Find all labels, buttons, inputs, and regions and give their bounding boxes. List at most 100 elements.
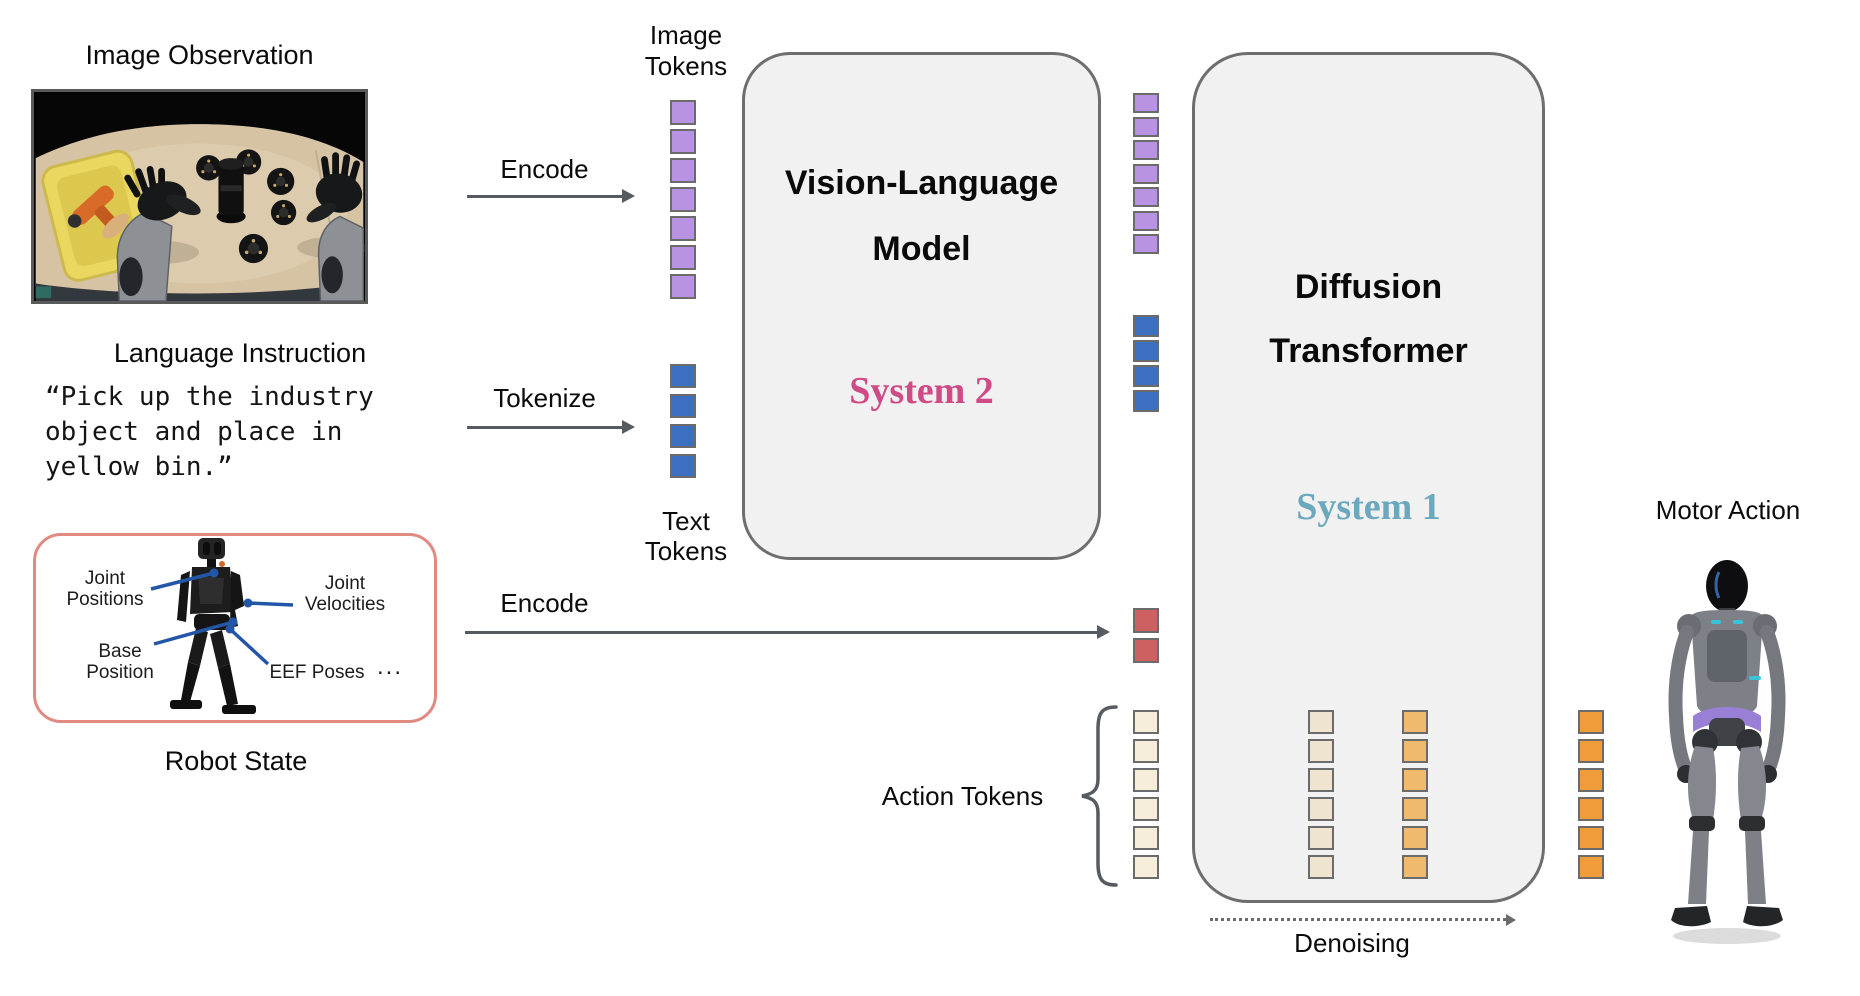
encode-state-arrowhead — [1097, 625, 1110, 639]
robot-state-title: Robot State — [164, 746, 308, 776]
purple-token — [670, 216, 696, 241]
blue-token — [670, 364, 696, 388]
light-orange-token — [1402, 855, 1428, 879]
camera-observation-image — [31, 89, 368, 304]
system-1-label: System 1 — [1296, 486, 1441, 528]
orange-token — [1578, 826, 1604, 850]
cream-token — [1133, 826, 1159, 850]
instruction-text-line-1: “Pick up the industry — [45, 382, 374, 412]
cream-inner-token — [1308, 855, 1334, 879]
joint-positions-label: Joint Positions — [66, 568, 144, 610]
light-orange-token — [1402, 797, 1428, 821]
orange-token — [1578, 797, 1604, 821]
blue-token — [1133, 315, 1159, 337]
purple-token — [1133, 163, 1159, 184]
purple-token — [670, 245, 696, 270]
left-robot-hand — [116, 165, 201, 301]
motor-action-token-column — [1578, 710, 1604, 879]
cream-token — [1133, 739, 1159, 763]
right-robot-hand — [297, 152, 365, 301]
motor-action-title: Motor Action — [1655, 495, 1801, 525]
instruction-text-line-2: object and place in — [45, 417, 343, 447]
dit-title-line1: Diffusion — [1294, 268, 1443, 306]
state-token-column — [1133, 608, 1159, 663]
eef-poses-label: EEF Poses — [269, 662, 365, 683]
purple-token — [1133, 140, 1159, 160]
table-scene-illustration — [35, 92, 365, 301]
cream-inner-token — [1308, 768, 1334, 792]
language-instruction-title: Language Instruction — [113, 338, 367, 368]
wheel-parts — [196, 149, 297, 264]
center-object — [216, 158, 246, 224]
text-tokens-label: Text Tokens — [644, 506, 728, 566]
encode-image-arrowhead — [622, 189, 635, 203]
tokenize-arrowhead — [622, 420, 635, 434]
purple-token — [670, 100, 696, 125]
noisy-action-token-column — [1308, 710, 1334, 879]
purple-token — [1133, 234, 1159, 254]
ellipsis-label: ... — [376, 653, 403, 680]
action-tokens-label: Action Tokens — [881, 781, 1044, 811]
cream-inner-token — [1308, 826, 1334, 850]
blue-token — [1133, 390, 1159, 412]
cream-inner-token — [1308, 797, 1334, 821]
purple-token — [670, 129, 696, 154]
purple-token — [670, 158, 696, 183]
humanoid-robot-illustration — [1668, 560, 1786, 944]
diffusion-transformer-box: Diffusion Transformer System 1 — [1192, 52, 1545, 903]
orange-token — [1578, 855, 1604, 879]
tokenize-arrow — [467, 426, 622, 429]
image-tokens-label: Image Tokens — [644, 20, 728, 81]
dit-title-line2: Transformer — [1269, 332, 1468, 370]
orange-token — [1578, 710, 1604, 734]
light-orange-token — [1402, 768, 1428, 792]
blue-token — [1133, 365, 1159, 387]
cream-inner-token — [1308, 710, 1334, 734]
instruction-text-line-3: yellow bin.” — [45, 452, 233, 482]
system-2-label: System 2 — [849, 370, 994, 412]
vision-language-model-box: Vision-Language Model System 2 — [742, 52, 1101, 560]
encode-state-label: Encode — [500, 588, 589, 618]
joint-velocities-label: Joint Velocities — [304, 573, 386, 615]
image-observation-title: Image Observation — [85, 40, 314, 70]
purple-token — [1133, 116, 1159, 137]
encode-image-label: Encode — [500, 154, 589, 184]
encode-state-arrow — [465, 631, 1097, 634]
cream-inner-token — [1308, 739, 1334, 763]
blue-token — [1133, 340, 1159, 362]
research-humanoid-illustration — [170, 538, 256, 714]
light-orange-token — [1402, 710, 1428, 734]
orange-token — [1578, 739, 1604, 763]
purple-token — [1133, 210, 1159, 231]
purple-token — [1133, 93, 1159, 113]
cream-token — [1133, 710, 1159, 734]
cream-token — [1133, 768, 1159, 792]
purple-token — [670, 274, 696, 299]
tokenize-label: Tokenize — [493, 383, 596, 413]
light-orange-token — [1402, 826, 1428, 850]
encode-image-arrow — [467, 195, 622, 198]
action-tokens-brace — [1081, 705, 1118, 887]
vlm-output-text-token-column — [1133, 315, 1159, 412]
cream-token — [1133, 855, 1159, 879]
purple-token — [1133, 187, 1159, 207]
text-token-column — [670, 364, 696, 478]
orange-token — [1578, 768, 1604, 792]
vlm-title-line2: Model — [872, 230, 971, 268]
vlm-title-line1: Vision-Language — [784, 164, 1059, 202]
red-token — [1133, 608, 1159, 633]
image-token-column — [670, 100, 696, 299]
light-orange-token — [1402, 739, 1428, 763]
denoised-action-token-column — [1402, 710, 1428, 879]
base-position-label: Base Position — [86, 641, 154, 683]
denoising-arrowhead — [1506, 914, 1516, 926]
blue-token — [670, 424, 696, 448]
red-token — [1133, 638, 1159, 663]
action-token-column — [1133, 710, 1159, 879]
vlm-output-image-token-column — [1133, 93, 1159, 254]
denoising-label: Denoising — [1294, 928, 1410, 958]
denoising-arrow — [1210, 918, 1506, 921]
cream-token — [1133, 797, 1159, 821]
blue-token — [670, 454, 696, 478]
